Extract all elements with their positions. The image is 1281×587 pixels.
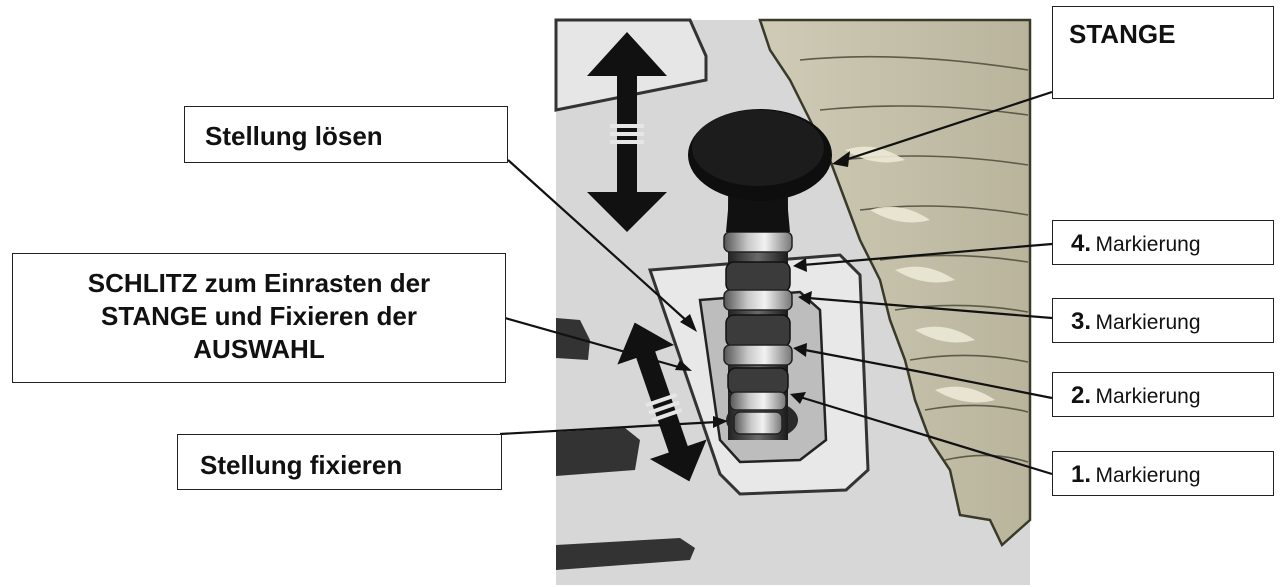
label-schlitz-line2: STANGE und Fixieren der [101,301,417,331]
label-stellung-loesen: Stellung lösen [184,106,508,163]
label-stange: STANGE [1052,6,1274,99]
label-schlitz: SCHLITZ zum Einrasten der STANGE und Fix… [12,253,506,383]
groove-left-lower [556,538,695,570]
marking-4-number: 4. [1071,230,1092,257]
marking-2-number: 2. [1071,382,1092,409]
label-marking-3: 3. Markierung [1052,298,1274,343]
groove-left-middle [556,428,640,476]
label-schlitz-line1: SCHLITZ zum Einrasten der [87,268,431,298]
up-down-arrow-upper [587,32,667,232]
cushion-highlights [845,146,995,403]
leader-arrowheads [675,151,850,428]
label-marking-1: 1. Markierung [1052,451,1274,496]
label-stellung-loesen-text: Stellung lösen [205,121,383,151]
label-stellung-fixieren-text: Stellung fixieren [200,450,403,480]
label-stellung-fixieren: Stellung fixieren [177,434,502,490]
marking-1-number: 1. [1071,461,1092,488]
leader-lines [499,90,1053,476]
label-stange-text: STANGE [1069,19,1176,49]
marking-2-text: Markierung [1095,385,1201,408]
marking-4-text: Markierung [1095,233,1201,256]
label-marking-4: 4. Markierung [1052,220,1274,265]
label-marking-2: 2. Markierung [1052,372,1274,417]
rod-rings [723,231,793,435]
marking-1-text: Markierung [1095,464,1201,487]
label-schlitz-line3: AUSWAHL [193,334,325,364]
groove-left-upper [556,318,590,360]
marking-3-number: 3. [1071,308,1092,335]
marking-3-text: Markierung [1095,311,1201,334]
rod-knob-top [692,110,824,186]
